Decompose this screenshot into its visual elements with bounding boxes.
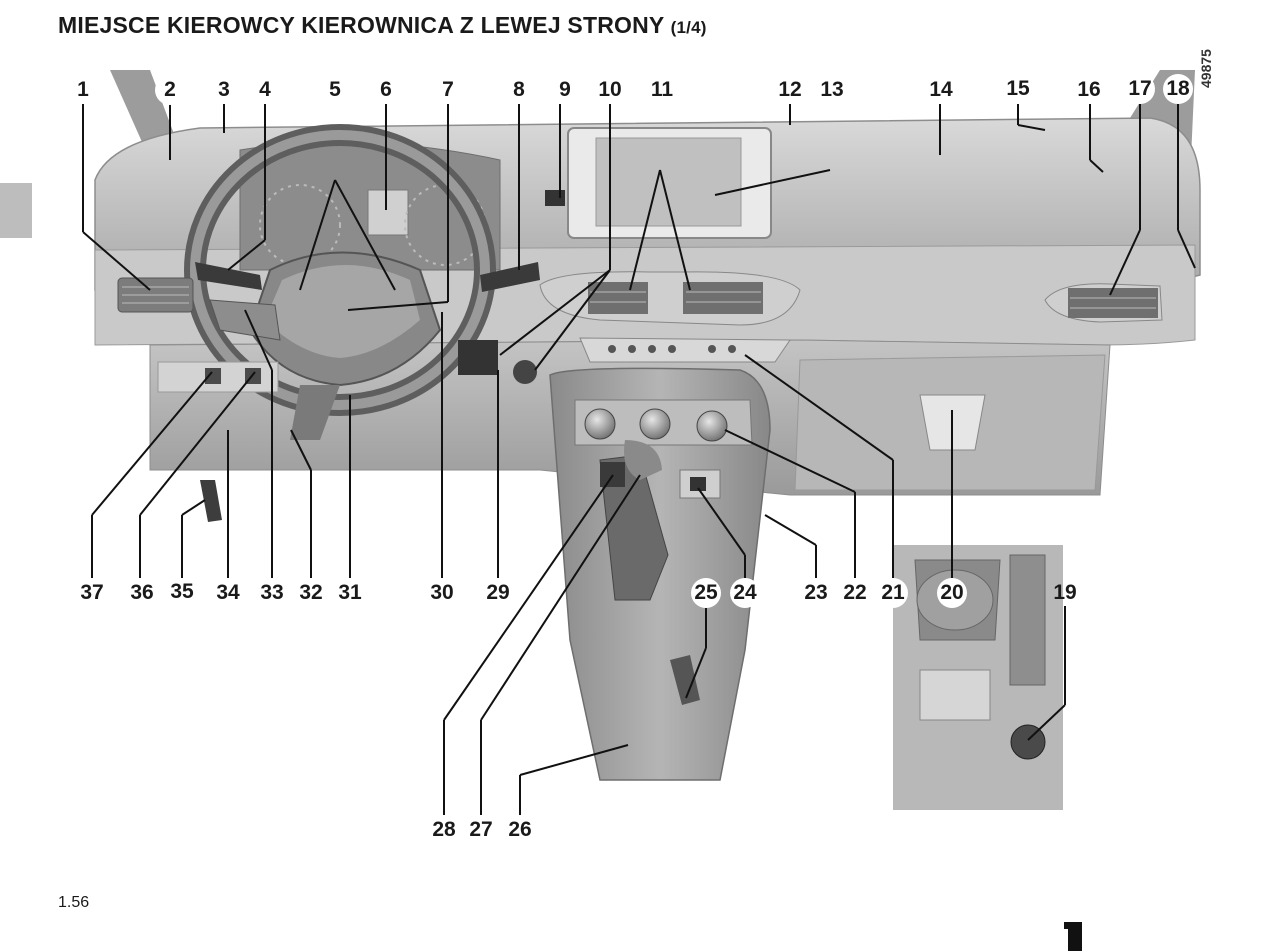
callout-3: 3 [218,78,230,101]
callout-36: 36 [130,581,154,604]
callout-11: 11 [650,78,674,101]
callout-34: 34 [216,581,240,604]
light-stalk [195,262,262,290]
page-title-part: (1/4) [670,18,707,37]
callout-26: 26 [508,818,532,841]
callout-20: 20 [937,578,967,608]
cup-holder-inset [893,545,1063,810]
callout-29: 29 [486,581,510,604]
callout-17: 17 [1125,74,1155,104]
callout-15: 15 [1006,77,1030,100]
leader-lines [82,104,1196,815]
steering-wheel [184,124,496,440]
callout-32: 32 [299,581,323,604]
callout-24: 24 [730,578,760,608]
callout-37: 37 [80,581,104,604]
climate-controls [584,408,728,442]
callout-16: 16 [1077,78,1101,101]
bonnet-release-lever [200,480,222,522]
callout-27: 27 [469,818,493,841]
center-switch-strip [579,337,791,363]
callout-5: 5 [329,78,341,101]
callout-21: 21 [878,578,908,608]
page-number: 1.56 [58,894,90,911]
callout-31: 31 [338,581,362,604]
callout-1: 1 [77,78,89,101]
hazard-key-slot [545,190,565,206]
callout-35: 35 [170,580,194,603]
corner-mark [1064,922,1082,951]
left-switch-panel [157,361,279,393]
usb-socket-panel [600,462,721,499]
section-tab [0,183,32,238]
callout-30: 30 [430,581,454,604]
figure-code: 49875 [1198,49,1214,88]
callout-2: 2 [155,75,185,105]
callout-25: 25 [691,578,721,608]
right-air-vent [1044,283,1163,323]
callout-6: 6 [380,78,392,101]
callout-12: 12 [778,78,802,101]
callout-22: 22 [843,581,867,604]
gear-lever [599,440,669,601]
callout-14: 14 [929,78,953,101]
central-display [567,127,772,239]
page-title-text: MIEJSCE KIEROWCY KIEROWNICA Z LEWEJ STRO… [58,12,665,38]
central-air-vents [539,271,801,326]
callout-33: 33 [260,581,284,604]
callout-19: 19 [1053,581,1077,604]
callout-13: 13 [820,78,844,101]
left-air-vent [117,277,194,313]
handbrake [670,655,700,705]
callout-8: 8 [513,78,525,101]
callout-4: 4 [259,78,271,101]
callout-23: 23 [804,581,828,604]
callout-18: 18 [1163,74,1193,104]
callout-10: 10 [598,78,622,101]
callout-28: 28 [432,818,456,841]
ignition-switch [458,340,537,384]
callout-7: 7 [442,78,454,101]
page-title: MIEJSCE KIEROWCY KIEROWNICA Z LEWEJ STRO… [58,12,707,39]
callout-9: 9 [559,78,571,101]
wiper-stalk [480,262,540,292]
